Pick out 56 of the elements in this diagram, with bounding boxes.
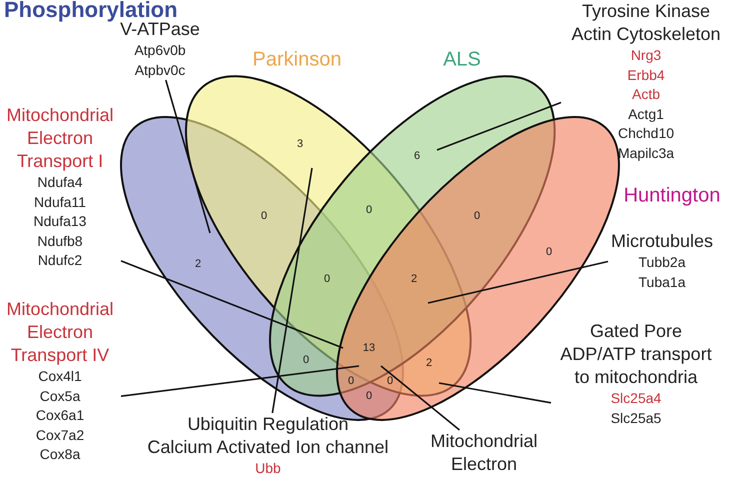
set-label: ALS xyxy=(443,48,481,72)
category-heading: Microtubules xyxy=(610,230,714,253)
region-count: 2 xyxy=(410,273,418,285)
gene-name: Slc25a5 xyxy=(610,408,662,428)
gene-name: Actg1 xyxy=(628,104,664,124)
region-count: 6 xyxy=(414,150,420,162)
category-heading: Gated Pore ADP/ATP transport to mitochondria xyxy=(559,320,713,389)
category-heading: Calcium Activated Ion channel xyxy=(146,436,390,459)
gene-name: Ndufc2 xyxy=(38,251,82,270)
category-heading: Mitochondrial Electron xyxy=(429,430,539,476)
leader-line xyxy=(438,382,552,404)
set-label: Huntington xyxy=(624,184,720,208)
region-count: 0 xyxy=(302,354,310,366)
region-count: 0 xyxy=(386,375,394,387)
leader-line xyxy=(165,80,211,234)
region-count: 3 xyxy=(296,138,304,150)
gene-name: Chchd10 xyxy=(618,124,674,143)
leader-line xyxy=(120,365,360,397)
region-count: 0 xyxy=(324,273,330,285)
region-count: 0 xyxy=(474,210,480,222)
region-count: 0 xyxy=(348,375,354,387)
leader-line xyxy=(380,365,460,431)
gene-name: Tuba1a xyxy=(638,272,686,292)
category-heading: Mitochondrial Electron Transport IV xyxy=(5,298,115,367)
gene-name: Cox7a2 xyxy=(36,426,84,444)
gene-name: Cox8a xyxy=(40,445,80,464)
region-count: 13 xyxy=(362,342,376,354)
gene-name: Erbb4 xyxy=(627,66,665,84)
region-count: 0 xyxy=(546,246,552,258)
gene-name: Actb xyxy=(632,85,660,104)
gene-name: Slc25a4 xyxy=(610,389,662,408)
gene-name: Atp6v0b xyxy=(134,41,186,60)
gene-name: Ubb xyxy=(255,459,281,478)
gene-name: Ndufa13 xyxy=(34,212,86,231)
region-count: 0 xyxy=(366,390,372,402)
gene-name: Cox4l1 xyxy=(38,367,82,386)
gene-name: Nrg3 xyxy=(630,46,662,65)
region-count: 2 xyxy=(426,357,432,369)
region-count: 2 xyxy=(194,258,202,270)
gene-name: Tubb2a xyxy=(638,253,686,272)
gene-name: Ndufb8 xyxy=(37,232,83,250)
region-count: 0 xyxy=(260,210,268,222)
leader-line xyxy=(428,260,608,304)
gene-name: Cox5a xyxy=(40,386,80,406)
category-heading: Ubiquitin Regulation xyxy=(186,413,350,436)
region-count: 0 xyxy=(366,204,372,216)
category-heading: Tyrosine Kinase xyxy=(580,0,712,23)
category-heading: Actin Cytoskeleton xyxy=(570,23,722,46)
gene-name: Ndufa11 xyxy=(34,192,86,212)
leader-line xyxy=(120,260,344,349)
gene-name: Mapilc3a xyxy=(618,144,674,163)
category-heading: Mitochondrial Electron Transport I xyxy=(5,104,115,173)
gene-name: Cox6a1 xyxy=(36,406,84,425)
set-label: Parkinson xyxy=(252,48,342,72)
gene-name: Atpbv0c xyxy=(134,60,186,80)
gene-name: Ndufa4 xyxy=(37,173,83,192)
